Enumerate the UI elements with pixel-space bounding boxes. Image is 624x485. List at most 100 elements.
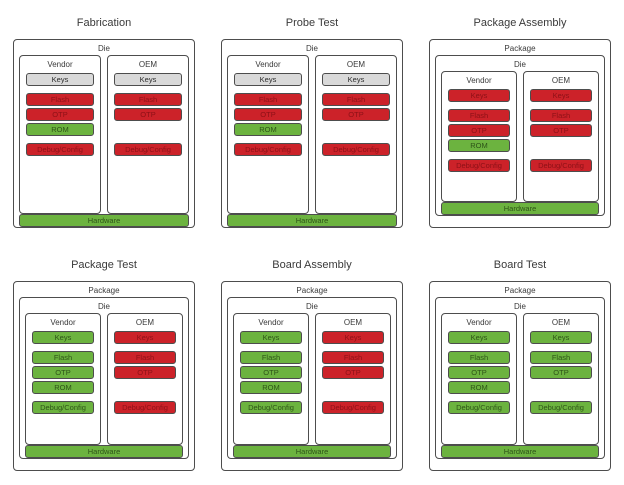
fabrication-oem-chip-flash[interactable]: Flash: [114, 93, 182, 106]
board-test-vendor-chip-keys[interactable]: Keys: [448, 331, 510, 344]
probe-test-oem-chip-debug-config[interactable]: Debug/Config: [322, 143, 390, 156]
package-assembly-oem-chip-otp[interactable]: OTP: [530, 124, 592, 137]
package-test-oem-chip-spacer: [114, 381, 176, 394]
package-assembly-oem-chip-keys[interactable]: Keys: [530, 89, 592, 102]
package-test-oem-chip-otp[interactable]: OTP: [114, 366, 176, 379]
package-assembly-vendor-chip-rom[interactable]: ROM: [448, 139, 510, 152]
probe-test-vendor-chip-otp[interactable]: OTP: [234, 108, 302, 121]
fabrication-vendor-chip-rom[interactable]: ROM: [26, 123, 94, 136]
board-assembly-vendor-label: Vendor: [258, 318, 284, 327]
package-test-oem-chip-debug-config[interactable]: Debug/Config: [114, 401, 176, 414]
probe-test-vendor-chip-keys[interactable]: Keys: [234, 73, 302, 86]
package-assembly-oem-chip-flash[interactable]: Flash: [530, 109, 592, 122]
board-test-oem-chip-otp[interactable]: OTP: [530, 366, 592, 379]
board-assembly-package-label: Package: [296, 286, 328, 295]
package-assembly-hardware-bar[interactable]: Hardware: [441, 202, 599, 215]
probe-test-oem-chip-flash[interactable]: Flash: [322, 93, 390, 106]
board-test-oem-chip-flash[interactable]: Flash: [530, 351, 592, 364]
fabrication-vendor-chip-otp[interactable]: OTP: [26, 108, 94, 121]
probe-test-vendor-chip-debug-config[interactable]: Debug/Config: [234, 143, 302, 156]
board-test-vendor-chip-flash[interactable]: Flash: [448, 351, 510, 364]
package-assembly-oem-chip-debug-config[interactable]: Debug/Config: [530, 159, 592, 172]
board-test-oem-chip-debug-config[interactable]: Debug/Config: [530, 401, 592, 414]
fabrication-oem-chip-keys[interactable]: Keys: [114, 73, 182, 86]
board-assembly-vendor-chip-flash[interactable]: Flash: [240, 351, 302, 364]
package-assembly-vendor-chip-flash[interactable]: Flash: [448, 109, 510, 122]
fabrication-oem-chip-debug-config[interactable]: Debug/Config: [114, 143, 182, 156]
probe-test-oem-chip-keys[interactable]: Keys: [322, 73, 390, 86]
board-assembly-oem-chip-flash[interactable]: Flash: [322, 351, 384, 364]
board-test-hardware-bar[interactable]: Hardware: [441, 445, 599, 458]
probe-test-vendor-chip-rom[interactable]: ROM: [234, 123, 302, 136]
package-test-vendor-chip-debug-config[interactable]: Debug/Config: [32, 401, 94, 414]
fabrication-hardware-wrap: Hardware: [19, 214, 189, 227]
package-assembly-oem-filler: [530, 174, 592, 201]
package-assembly-vendor-chip-otp[interactable]: OTP: [448, 124, 510, 137]
package-test-oem-label: OEM: [135, 318, 155, 327]
probe-test-oem-chip-otp[interactable]: OTP: [322, 108, 390, 121]
fabrication-vendor-chip-flash[interactable]: Flash: [26, 93, 94, 106]
board-test-vendor-chip-debug-config[interactable]: Debug/Config: [448, 401, 510, 414]
board-assembly-vendor-chip-otp[interactable]: OTP: [240, 366, 302, 379]
fabrication-vendor-chip-keys[interactable]: Keys: [26, 73, 94, 86]
panel-title-probe-test: Probe Test: [285, 17, 339, 29]
panel-title-package-assembly: Package Assembly: [473, 17, 567, 29]
board-assembly-oem-chip-spacer: [322, 381, 384, 394]
board-assembly-hardware-bar[interactable]: Hardware: [233, 445, 391, 458]
fabrication-vendor-label: Vendor: [47, 60, 73, 69]
board-test-vendor-filler: [448, 416, 510, 444]
probe-test-vendor-label: Vendor: [255, 60, 281, 69]
fabrication-oem-chip-otp[interactable]: OTP: [114, 108, 182, 121]
package-assembly-package-label: Package: [504, 44, 536, 53]
probe-test-oem-filler: [322, 158, 390, 213]
package-test-vendor-chip-otp[interactable]: OTP: [32, 366, 94, 379]
board-assembly-oem-chip-debug-config[interactable]: Debug/Config: [322, 401, 384, 414]
package-test-vendor-chip-rom[interactable]: ROM: [32, 381, 94, 394]
fabrication-oem-chip-spacer: [114, 123, 182, 136]
board-assembly-vendor-chip-keys[interactable]: Keys: [240, 331, 302, 344]
fabrication-hardware-bar[interactable]: Hardware: [19, 214, 189, 227]
board-test-die-label: Die: [513, 302, 526, 311]
board-test-oem-chip-keys[interactable]: Keys: [530, 331, 592, 344]
board-assembly-vendor-chip-rom[interactable]: ROM: [240, 381, 302, 394]
board-assembly-vendor-chip-debug-config[interactable]: Debug/Config: [240, 401, 302, 414]
package-test-oem-chip-keys[interactable]: Keys: [114, 331, 176, 344]
fabrication-vendor-chip-debug-config[interactable]: Debug/Config: [26, 143, 94, 156]
package-assembly-hardware-wrap: Hardware: [441, 202, 599, 215]
board-assembly-oem-chip-otp[interactable]: OTP: [322, 366, 384, 379]
probe-test-hardware-bar[interactable]: Hardware: [227, 214, 397, 227]
package-test-vendor-chip-flash[interactable]: Flash: [32, 351, 94, 364]
board-test-vendor-chip-rom[interactable]: ROM: [448, 381, 510, 394]
probe-test-vendor-chip-flash[interactable]: Flash: [234, 93, 302, 106]
package-test-vendor-chip-keys[interactable]: Keys: [32, 331, 94, 344]
board-assembly-oem-chip-keys[interactable]: Keys: [322, 331, 384, 344]
board-assembly-die-label: Die: [305, 302, 318, 311]
package-assembly-vendor-chip-keys[interactable]: Keys: [448, 89, 510, 102]
board-test-oem-filler: [530, 416, 592, 444]
board-test-package-label: Package: [504, 286, 536, 295]
package-assembly-vendor-chip-debug-config[interactable]: Debug/Config: [448, 159, 510, 172]
board-test-vendor-label: Vendor: [466, 318, 492, 327]
probe-test-hardware-wrap: Hardware: [227, 214, 397, 227]
board-test-vendor-chip-otp[interactable]: OTP: [448, 366, 510, 379]
package-test-hardware-bar[interactable]: Hardware: [25, 445, 183, 458]
package-test-oem-chip-flash[interactable]: Flash: [114, 351, 176, 364]
